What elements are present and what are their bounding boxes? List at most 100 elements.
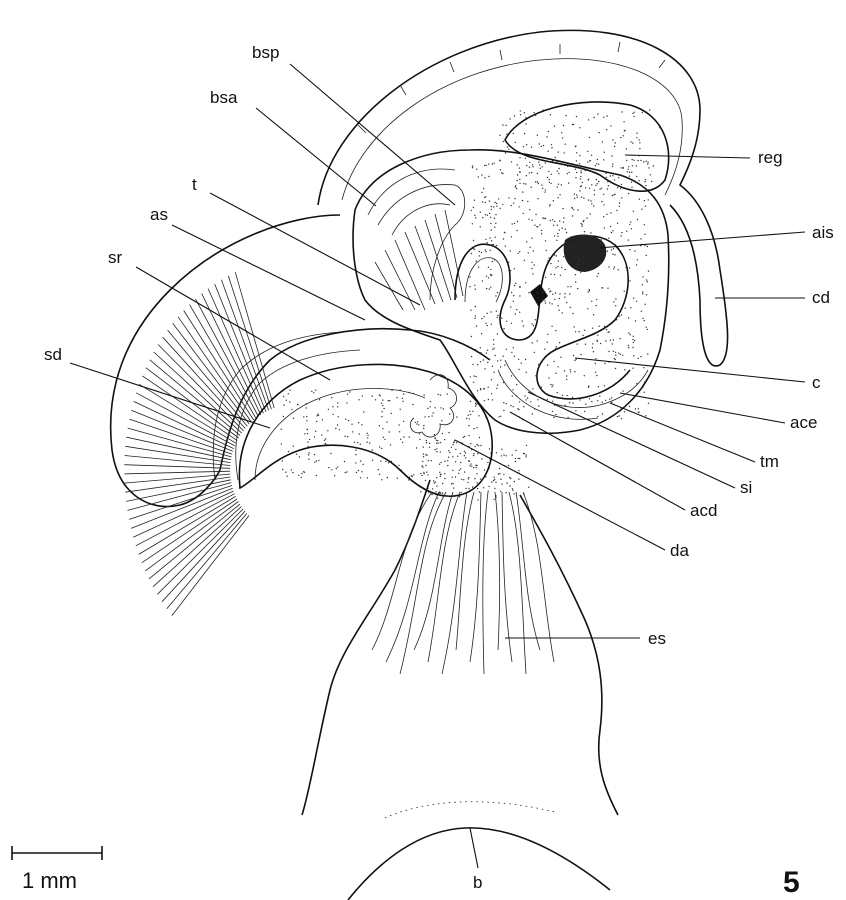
stipple-dot — [503, 382, 504, 383]
stipple-dot — [535, 181, 536, 182]
stipple-dot — [493, 480, 494, 481]
stipple-dot — [477, 488, 478, 489]
stipple-dot — [512, 395, 513, 396]
striation-line — [172, 516, 249, 616]
stipple-dot — [511, 352, 512, 353]
stipple-dot — [510, 306, 511, 307]
stipple-dot — [402, 442, 403, 443]
stipple-dot — [591, 236, 592, 237]
label-bsa: bsa — [210, 88, 238, 107]
striation-line — [158, 345, 243, 431]
stipple-dot — [491, 244, 492, 245]
stipple-dot — [602, 287, 603, 288]
stipple-dot — [352, 431, 353, 432]
stipple-dot — [521, 362, 522, 363]
label-b: b — [473, 873, 482, 892]
stipple-dot — [435, 491, 436, 492]
stipple-dot — [543, 218, 544, 219]
stipple-dot — [484, 165, 485, 166]
stipple-dot — [488, 163, 489, 164]
stipple-dot — [411, 475, 412, 476]
stipple-dot — [624, 411, 625, 412]
stipple-dot — [569, 293, 570, 294]
stipple-dot — [500, 416, 501, 417]
label-t: t — [192, 175, 197, 194]
stipple-dot — [529, 162, 530, 163]
stipple-dot — [426, 455, 427, 456]
stipple-dot — [559, 293, 560, 294]
stipple-dot — [383, 437, 384, 438]
stipple-dot — [501, 483, 502, 484]
stipple-dot — [440, 492, 441, 493]
stipple-dot — [486, 288, 487, 289]
stipple-dot — [542, 188, 543, 189]
stipple-dot — [519, 286, 520, 287]
stipple-dot — [481, 333, 482, 334]
stipple-dot — [475, 376, 476, 377]
stipple-dot — [328, 467, 329, 468]
stipple-dot — [583, 262, 584, 263]
stipple-dot — [490, 223, 491, 224]
stipple-dot — [603, 159, 604, 160]
stipple-dot — [458, 473, 459, 474]
label-da: da — [670, 541, 689, 560]
stipple-dot — [483, 316, 484, 317]
stipple-dot — [496, 206, 497, 207]
stipple-dot — [337, 424, 338, 425]
stipple-dot — [347, 436, 348, 437]
stalk-striation — [509, 492, 526, 674]
stipple-dot — [574, 248, 575, 249]
stipple-dot — [504, 232, 505, 233]
stipple-dot — [444, 473, 445, 474]
stipple-dot — [624, 291, 625, 292]
stipple-dot — [532, 115, 533, 116]
stipple-dot — [501, 449, 502, 450]
stipple-dot — [612, 230, 613, 231]
stipple-dot — [632, 347, 633, 348]
stipple-dot — [629, 267, 630, 268]
stipple-dot — [386, 421, 387, 422]
stipple-dot — [554, 235, 555, 236]
stipple-dot — [647, 246, 648, 247]
stipple-dot — [628, 239, 629, 240]
stipple-dot — [495, 295, 496, 296]
stipple-dot — [505, 297, 506, 298]
stipple-dot — [475, 446, 476, 447]
stipple-dot — [548, 377, 549, 378]
stipple-dot — [464, 455, 465, 456]
stipple-dot — [490, 269, 491, 270]
stipple-dot — [468, 488, 469, 489]
stipple-dot — [500, 491, 501, 492]
stipple-dot — [515, 186, 516, 187]
stipple-dot — [599, 189, 600, 190]
stipple-dot — [459, 470, 460, 471]
stipple-dot — [523, 183, 524, 184]
striation-line — [235, 272, 274, 408]
stipple-dot — [645, 415, 646, 416]
stipple-dot — [579, 155, 580, 156]
stipple-dot — [378, 469, 379, 470]
stipple-dot — [608, 332, 609, 333]
stipple-dot — [476, 169, 477, 170]
stipple-dot — [398, 465, 399, 466]
stipple-dot — [570, 307, 571, 308]
stipple-dot — [551, 303, 552, 304]
stipple-dot — [385, 461, 386, 462]
stipple-dot — [565, 144, 566, 145]
stipple-dot — [455, 449, 456, 450]
stipple-dot — [611, 397, 612, 398]
stipple-dot — [639, 139, 640, 140]
stipple-dot — [548, 288, 549, 289]
stipple-dot — [588, 119, 589, 120]
stipple-dot — [356, 472, 357, 473]
stipple-dot — [470, 376, 471, 377]
stipple-dot — [576, 172, 577, 173]
stipple-dot — [601, 402, 602, 403]
stipple-dot — [314, 454, 315, 455]
stipple-dot — [479, 255, 480, 256]
stipple-dot — [620, 137, 621, 138]
stipple-dot — [506, 349, 507, 350]
stipple-dot — [402, 401, 403, 402]
stipple-dot — [491, 481, 492, 482]
